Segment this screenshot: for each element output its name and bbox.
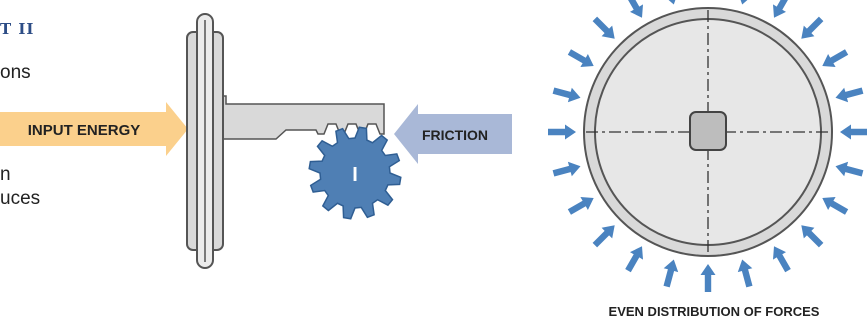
- arrow-left-icon: [394, 104, 512, 164]
- arrow-inward-icon: [567, 197, 594, 215]
- arrow-inward-icon: [567, 49, 594, 67]
- input-energy-label: INPUT ENERGY: [28, 122, 141, 139]
- arrow-inward-icon: [737, 259, 753, 288]
- input-energy-arrow: INPUT ENERGY: [0, 102, 188, 156]
- friction-arrow: FRICTION: [394, 104, 512, 164]
- gear-body: [308, 126, 402, 220]
- heading-fragment: T II: [0, 20, 35, 38]
- even-distribution-caption: EVEN DISTRIBUTION OF FORCES: [609, 304, 820, 319]
- arrow-inward-icon: [801, 16, 824, 39]
- wheel-rim: [186, 13, 224, 269]
- arrow-inward-icon: [700, 264, 716, 292]
- arrow-inward-icon: [625, 246, 643, 273]
- friction-label: FRICTION: [422, 127, 488, 143]
- arrow-inward-icon: [773, 246, 791, 273]
- arrow-inward-icon: [773, 0, 788, 18]
- arrow-inward-icon: [592, 16, 615, 39]
- even-distribution-diagram: EVEN DISTRIBUTION OF FORCES: [548, 0, 867, 319]
- arrow-inward-icon: [552, 161, 581, 177]
- arrow-inward-icon: [628, 0, 643, 18]
- arrow-right-icon: [0, 102, 188, 156]
- disc-hub: [689, 111, 727, 151]
- arrow-inward-icon: [835, 161, 864, 177]
- arrow-inward-icon: [835, 87, 864, 103]
- arrow-inward-icon: [822, 197, 849, 215]
- text-fragment-2: n: [0, 164, 11, 185]
- arrow-inward-icon: [801, 225, 824, 248]
- gear-label: I: [352, 164, 358, 186]
- arrow-inward-icon: [592, 225, 615, 248]
- arrow-inward-icon: [552, 87, 581, 103]
- text-fragment-1: ons: [0, 62, 31, 83]
- mechanism-diagram: I: [186, 13, 402, 269]
- text-fragment-3: uces: [0, 188, 41, 209]
- arrow-inward-icon: [822, 49, 849, 67]
- arrow-inward-icon: [548, 124, 576, 140]
- arrow-inward-icon: [663, 259, 679, 288]
- arrow-inward-icon: [840, 124, 867, 140]
- arrow-inward-icon: [668, 0, 676, 5]
- arrow-inward-icon: [740, 0, 748, 5]
- force-arrows: [548, 0, 867, 292]
- gear-icon: [308, 126, 402, 220]
